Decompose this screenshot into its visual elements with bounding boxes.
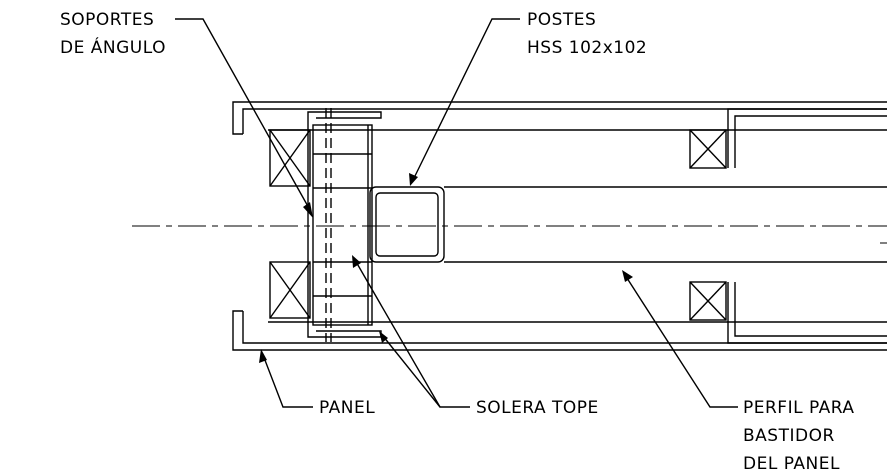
leader-panel bbox=[259, 349, 313, 408]
hss-post bbox=[369, 186, 445, 263]
frame-lines bbox=[268, 129, 887, 323]
leader-perfil bbox=[622, 270, 738, 408]
right-angle-clips bbox=[727, 108, 887, 344]
solera-tope-lines bbox=[325, 108, 332, 342]
leader-postes bbox=[409, 18, 520, 186]
leader-soportes bbox=[175, 18, 313, 218]
label-soportes-1: SOPORTES bbox=[60, 10, 154, 30]
label-postes-2: HSS 102x102 bbox=[527, 38, 647, 58]
label-postes-1: POSTES bbox=[527, 10, 596, 30]
label-perfil-2: BASTIDOR bbox=[743, 426, 835, 446]
label-perfil-3: DEL PANEL bbox=[743, 454, 840, 474]
label-solera-tope: SOLERA TOPE bbox=[476, 398, 599, 418]
leader-solera-tope bbox=[352, 255, 470, 408]
label-perfil-1: PERFIL PARA bbox=[743, 398, 855, 418]
panel-outline bbox=[232, 101, 887, 351]
blocking-boxes bbox=[269, 129, 727, 321]
label-soportes-2: DE ÁNGULO bbox=[60, 36, 166, 58]
label-panel: PANEL bbox=[319, 398, 375, 418]
